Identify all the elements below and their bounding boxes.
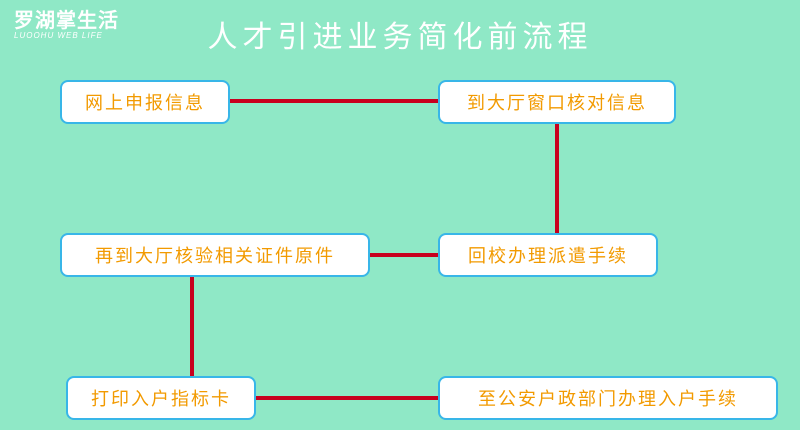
step-label: 打印入户指标卡 [91, 389, 231, 410]
logo-main-text: 罗湖掌生活 [14, 8, 119, 32]
logo-sub-text: LUOOHU WEB LIFE [14, 31, 103, 40]
step-police-registration: 至公安户政部门办理入户手续 [438, 376, 778, 420]
step-online-application: 网上申报信息 [60, 80, 230, 124]
step-hall-window-verify: 到大厅窗口核对信息 [438, 80, 676, 124]
step-hall-document-check: 再到大厅核验相关证件原件 [60, 233, 370, 277]
step-label: 网上申报信息 [85, 93, 205, 114]
logo: 罗湖掌生活 LUOOHU WEB LIFE [14, 10, 119, 40]
step-print-card: 打印入户指标卡 [66, 376, 256, 420]
step-label: 再到大厅核验相关证件原件 [95, 246, 335, 267]
step-label: 回校办理派遣手续 [468, 246, 628, 267]
page-title: 人才引进业务简化前流程 [207, 20, 593, 55]
step-school-dispatch: 回校办理派遣手续 [438, 233, 658, 277]
step-label: 到大厅窗口核对信息 [467, 93, 647, 114]
step-label: 至公安户政部门办理入户手续 [478, 389, 738, 410]
